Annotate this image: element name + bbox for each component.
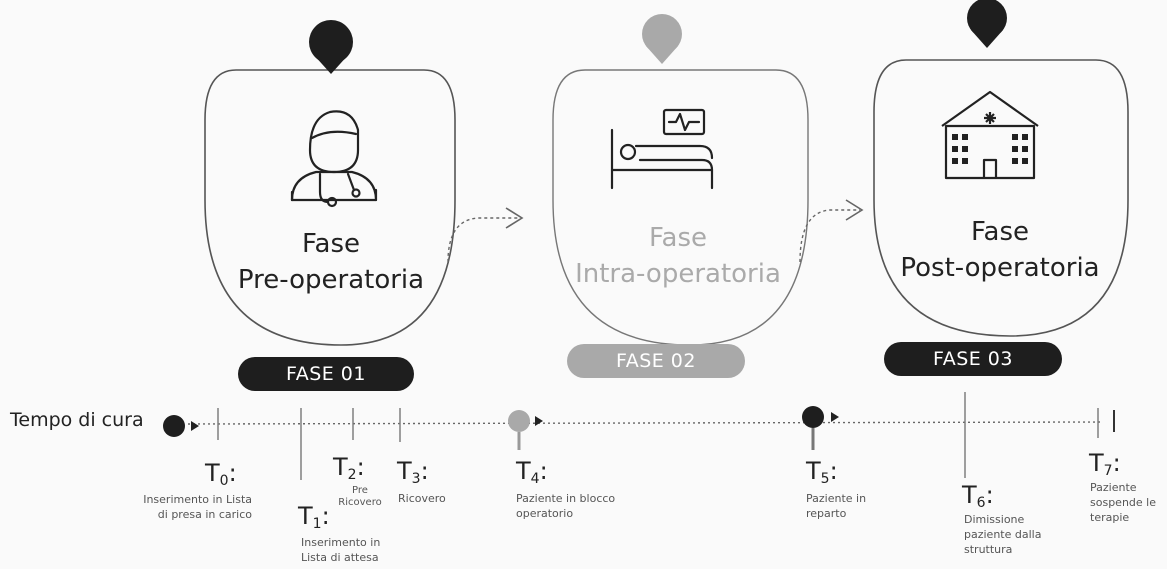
location-pin-icon <box>309 20 353 74</box>
phase-arrow-1-2 <box>447 217 518 263</box>
phase-title-line: Post-operatoria <box>900 253 1100 283</box>
phase-title-intra-operatoria: Fase Intra-operatoria <box>563 220 793 292</box>
milestone-desc-t5: Paziente in reparto <box>806 492 867 520</box>
phase-title-post-operatoria: Fase Post-operatoria <box>885 214 1115 286</box>
milestone-label-t1: T1: <box>298 502 330 532</box>
phase-arrow-2-3 <box>799 209 860 263</box>
phase-badge-03: FASE 03 <box>884 342 1062 376</box>
milestone-desc-t7: Paziente sospende le terapie <box>1090 481 1156 524</box>
hospital-building-icon <box>941 90 1039 180</box>
phase-title-line: Fase <box>970 217 1030 247</box>
milestone-label-t5: T5: <box>806 457 838 487</box>
timeline-axis <box>187 421 1103 425</box>
milestone-desc-t1: Inserimento in Lista di attesa <box>301 536 381 564</box>
phase-title-pre-operatoria: Fase Pre-operatoria <box>225 226 437 298</box>
timeline-arrow <box>191 421 199 431</box>
timeline-start-dot <box>163 415 185 437</box>
milestone-label-t2: T2: <box>333 453 365 483</box>
arrowhead <box>505 207 524 229</box>
arrowhead <box>845 199 864 221</box>
phase-badge-01: FASE 01 <box>238 357 414 391</box>
milestone-label-t3: T3: <box>397 457 429 487</box>
phase-card-outline <box>204 69 456 346</box>
phase-title-line: Intra-operatoria <box>575 259 781 289</box>
doctor-icon <box>292 110 376 208</box>
timeline-label: Tempo di cura <box>10 409 144 431</box>
milestone-desc-t6: Dimissione paziente dalla struttura <box>964 513 1042 556</box>
milestone-label-t7: T7: <box>1089 449 1121 479</box>
timeline-arrow <box>535 416 543 426</box>
phase-card-outline <box>552 69 809 346</box>
phase-card-outline <box>873 59 1129 337</box>
timeline-dot-t5 <box>802 406 824 428</box>
care-timeline <box>163 392 1115 480</box>
milestone-desc-t2: Pre Ricovero <box>338 485 382 508</box>
milestone-label-t0: T0: <box>205 459 237 489</box>
timeline-dot-t4 <box>508 410 530 432</box>
phase-title-line: Pre-operatoria <box>237 265 425 295</box>
timeline-arrow <box>831 412 839 422</box>
location-pin-icon <box>967 0 1007 48</box>
phase-title-line: Fase <box>301 229 361 259</box>
milestone-label-t4: T4: <box>516 457 548 487</box>
hospital-bed-icon <box>610 108 714 190</box>
milestone-label-t6: T6: <box>962 481 994 511</box>
phase-badge-02: FASE 02 <box>567 344 745 378</box>
phase-title-line: Fase <box>648 223 708 253</box>
location-pin-icon <box>642 14 682 64</box>
milestone-desc-t3: Ricovero <box>398 492 446 505</box>
milestone-desc-t0: Inserimento in Lista di presa in carico <box>143 493 252 521</box>
phase-card-post-operatoria <box>873 0 1129 337</box>
phase-card-intra-operatoria <box>552 14 809 346</box>
milestone-desc-t4: Paziente in blocco operatorio <box>516 492 616 520</box>
phase-card-pre-operatoria <box>204 20 456 346</box>
